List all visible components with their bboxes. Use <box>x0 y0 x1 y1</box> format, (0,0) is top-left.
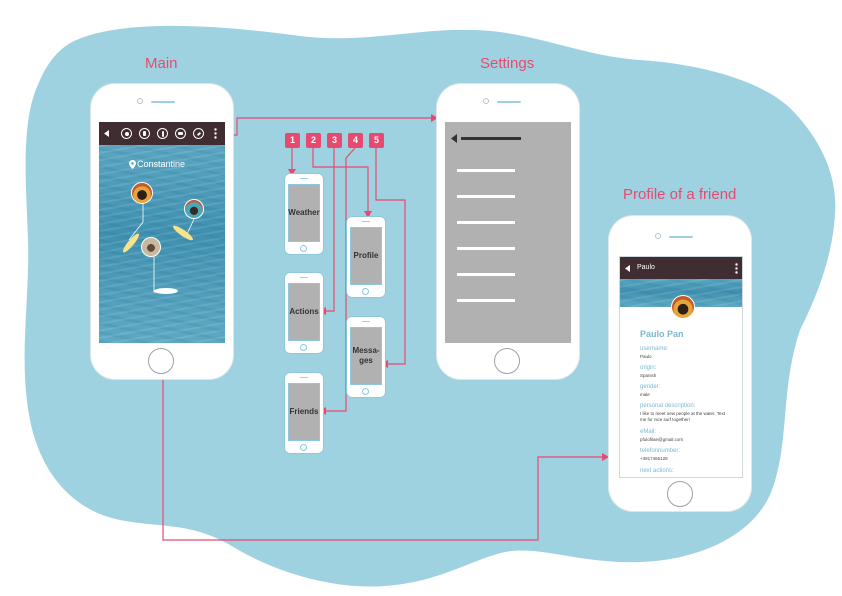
badge-3: 3 <box>327 133 342 148</box>
mini-phone-profile: Profile <box>346 216 386 298</box>
friend-avatar-1[interactable] <box>131 182 153 204</box>
badge-1: 1 <box>285 133 300 148</box>
field-value-email: pfulofilae@gmail.com <box>640 437 684 442</box>
badge-2: 2 <box>306 133 321 148</box>
person-icon[interactable] <box>139 128 150 139</box>
settings-screen <box>445 122 571 343</box>
speaker <box>151 101 175 103</box>
main-top-bar <box>99 122 225 145</box>
profile-avatar <box>671 295 695 319</box>
profile-full-name: Paulo Pan <box>640 329 684 339</box>
surfer-connections <box>128 202 196 293</box>
title-main: Main <box>145 55 178 72</box>
mini-screen-actions: Actions <box>288 283 320 341</box>
home-button[interactable] <box>148 348 174 374</box>
arrowhead-settings <box>431 114 438 122</box>
arrowhead-profile-friend <box>602 453 609 461</box>
connector-main-settings <box>233 117 434 136</box>
surfer-icon[interactable] <box>157 128 168 139</box>
home-button[interactable] <box>667 481 693 507</box>
messages-label-line2: ges <box>359 356 373 365</box>
location-label: Constantine <box>137 159 186 169</box>
field-label-origin: origin: <box>640 365 657 371</box>
speaker <box>497 101 521 103</box>
profile-top-bar: Paulo <box>620 257 742 279</box>
mini-phone-weather: Weather <box>284 173 324 255</box>
settings-header-bar <box>461 137 521 140</box>
field-label-email: eMail: <box>640 429 657 435</box>
connector-main-profile <box>162 380 605 541</box>
compass-icon[interactable] <box>193 128 204 139</box>
field-label-username: username: <box>640 346 669 352</box>
connector-2-profile <box>312 148 369 214</box>
phone-friend-profile: Paulo Paulo Pan username: Paulo origin: … <box>609 216 751 511</box>
field-label-next-actions: next actions: <box>640 468 674 474</box>
back-arrow-icon[interactable] <box>625 265 630 272</box>
more-dots-icon[interactable] <box>214 128 217 139</box>
badge-4: 4 <box>348 133 363 148</box>
settings-menu-item-4[interactable] <box>457 247 515 250</box>
message-icon[interactable] <box>175 128 186 139</box>
speaker <box>669 236 693 238</box>
main-screen: Constantine <box>99 122 225 343</box>
field-value-gender: male <box>640 392 650 397</box>
badge-5: 5 <box>369 133 384 148</box>
friend-avatar-3[interactable] <box>141 237 161 257</box>
home-button[interactable] <box>494 348 520 374</box>
mini-screen-weather: Weather <box>288 184 320 242</box>
friend-profile-screen: Paulo Paulo Pan username: Paulo origin: … <box>619 256 743 478</box>
mini-phone-actions: Actions <box>284 272 324 354</box>
arrowhead-profile <box>364 211 372 218</box>
settings-menu-item-5[interactable] <box>457 273 515 276</box>
title-settings: Settings <box>480 55 535 72</box>
field-value-telephone: +4917465128 <box>640 456 668 461</box>
back-arrow-icon[interactable] <box>451 134 457 143</box>
mini-phone-messages: Messa- ges <box>346 316 386 398</box>
field-value-description: I like to meet new people at the water. … <box>640 411 725 422</box>
friend-avatar-2[interactable] <box>184 199 204 219</box>
more-dots-icon[interactable] <box>735 263 738 274</box>
camera <box>137 98 143 104</box>
mini-screen-friends: Friends <box>288 383 320 441</box>
record-icon[interactable] <box>121 128 132 139</box>
surfboard-marker-3 <box>154 288 178 294</box>
friends-label: Friends <box>289 407 319 416</box>
camera <box>655 233 661 239</box>
mini-screen-messages: Messa- ges <box>350 327 382 385</box>
arrowhead-weather <box>288 169 296 176</box>
title-profile-friend: Profile of a friend <box>623 186 737 203</box>
messages-label-line1: Messa- <box>352 346 380 355</box>
location-pin-icon <box>129 160 136 169</box>
settings-menu-item-3[interactable] <box>457 221 515 224</box>
settings-menu-item-6[interactable] <box>457 299 515 302</box>
sea-map-background <box>99 145 225 343</box>
camera <box>483 98 489 104</box>
phone-settings <box>437 84 579 379</box>
field-value-origin: Spanish <box>640 373 657 378</box>
mini-phone-friends: Friends <box>284 372 324 454</box>
profile-header-name: Paulo <box>637 264 655 271</box>
field-label-telephone: telefonnumber: <box>640 448 681 454</box>
connector-5-messages <box>375 148 406 365</box>
settings-menu-item-2[interactable] <box>457 195 515 198</box>
mini-screen-profile: Profile <box>350 227 382 285</box>
back-arrow-icon[interactable] <box>104 130 109 137</box>
phone-main: Constantine <box>91 84 233 379</box>
profile-label: Profile <box>353 251 379 260</box>
field-value-username: Paulo <box>640 354 652 359</box>
field-label-gender: gender: <box>640 384 661 390</box>
weather-label: Weather <box>288 208 320 217</box>
field-label-description: personal description: <box>640 403 696 409</box>
settings-menu-item-1[interactable] <box>457 169 515 172</box>
actions-label: Actions <box>289 307 319 316</box>
